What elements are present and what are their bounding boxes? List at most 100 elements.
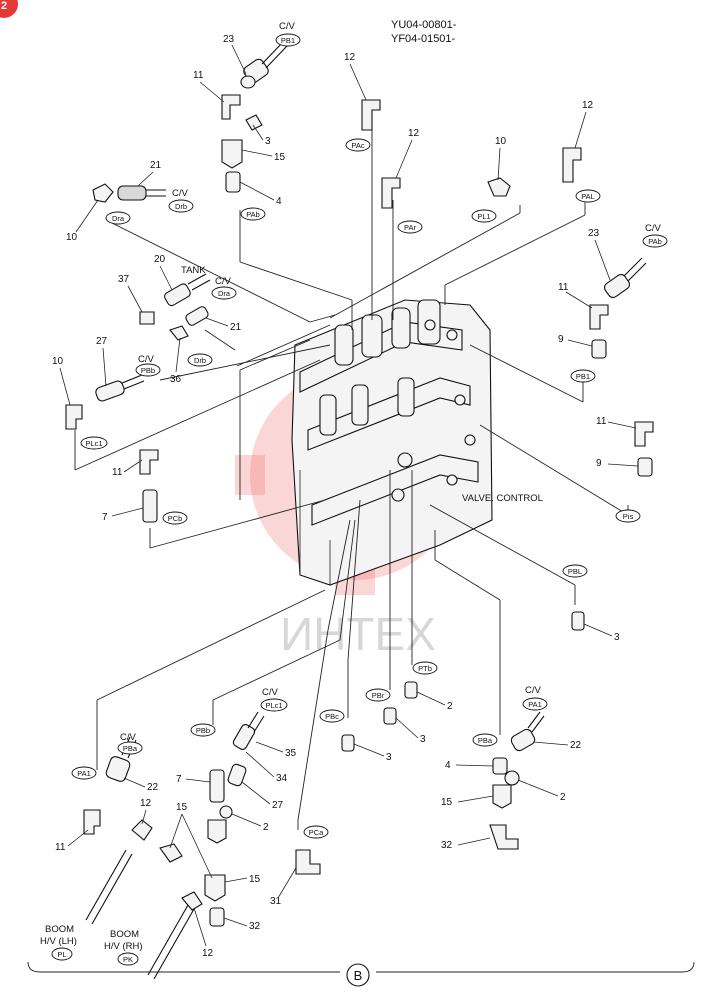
- port-tag-dra-left: Dra: [105, 211, 131, 225]
- port-tag-par: PAr: [397, 220, 423, 234]
- cv-label-right: C/V: [645, 223, 662, 234]
- callout-11-bottom: 11: [55, 842, 66, 853]
- callout-12-left: 12: [140, 798, 152, 809]
- callout-20: 20: [154, 254, 166, 265]
- callout-3-mid: 3: [420, 734, 426, 745]
- svg-text:PCa: PCa: [309, 828, 324, 837]
- page-badge: 2: [0, 0, 18, 18]
- valve-control-label: VALVE. CONTROL: [462, 493, 543, 504]
- svg-text:PL: PL: [57, 950, 66, 959]
- svg-text:Pis: Pis: [623, 512, 634, 521]
- port-tag-drb-mid: Drb: [187, 353, 213, 367]
- boom-lh-label-2: H/V (LH): [40, 936, 77, 947]
- callout-9-right: 9: [558, 334, 564, 345]
- svg-text:Dra: Dra: [218, 289, 231, 298]
- svg-text:PBr: PBr: [372, 691, 385, 700]
- callout-2-mid: 2: [447, 701, 453, 712]
- callout-2-bottom: 2: [263, 822, 269, 833]
- cv-label-drb: C/V: [172, 188, 189, 199]
- svg-text:PAc: PAc: [351, 141, 364, 150]
- callout-15-bottom: 15: [249, 874, 261, 885]
- svg-text:PTb: PTb: [418, 664, 432, 673]
- callout-12-bottom: 12: [202, 948, 214, 959]
- svg-text:Dra: Dra: [112, 214, 125, 223]
- cv-label-dra: C/V: [215, 276, 232, 287]
- callout-21-top: 21: [150, 160, 162, 171]
- svg-text:PBb: PBb: [196, 726, 210, 735]
- callout-11-right: 11: [558, 282, 569, 293]
- serial-number-2: YF04-01501-: [391, 33, 456, 45]
- cv-label-plc1: C/V: [262, 687, 279, 698]
- callout-4-right: 4: [445, 760, 451, 771]
- text-labels: C/V C/V TANK C/V C/V C/V C/V C/V C/V BOO…: [40, 21, 662, 952]
- callout-11-top: 11: [193, 70, 204, 81]
- port-tag-ptb: PTb: [412, 661, 438, 675]
- pipe-lines: [74, 130, 629, 830]
- svg-text:Drb: Drb: [194, 356, 206, 365]
- callout-37: 37: [118, 274, 130, 285]
- port-tag-drb-top: Drb: [168, 199, 194, 213]
- svg-text:2: 2: [1, 0, 7, 12]
- callout-7-left: 7: [102, 512, 108, 523]
- svg-text:PAb: PAb: [246, 210, 260, 219]
- callout-12-b: 12: [408, 128, 420, 139]
- cv-label-pbb-left: C/V: [138, 354, 155, 365]
- callout-15-left: 15: [176, 802, 188, 813]
- cv-label-pba: C/V: [120, 732, 137, 743]
- callout-23-right: 23: [588, 228, 600, 239]
- section-marker: B: [27, 961, 695, 987]
- callout-15-right: 15: [441, 797, 453, 808]
- cv-label-top: C/V: [279, 21, 296, 32]
- port-tag-pbb-bottom: PBb: [190, 723, 216, 737]
- callout-3-lower: 3: [386, 752, 392, 763]
- callout-22-left: 22: [147, 782, 159, 793]
- callout-2-right: 2: [560, 792, 566, 803]
- cv-label-pa1: C/V: [525, 685, 542, 696]
- callout-22-right: 22: [570, 740, 582, 751]
- fittings: [65, 41, 654, 980]
- port-tag-pa1-right: PA1: [522, 697, 548, 711]
- svg-text:PA1: PA1: [77, 769, 91, 778]
- callout-7-bottom: 7: [176, 774, 182, 785]
- callout-10-top: 10: [495, 136, 507, 147]
- port-tag-pis: Pis: [615, 509, 641, 523]
- boom-rh-label-1: BOOM: [110, 929, 139, 940]
- port-tag-pba-left: PBa: [117, 741, 143, 755]
- svg-text:B: B: [354, 968, 363, 983]
- port-tag-pal: PAL: [575, 189, 601, 203]
- callout-11-left: 11: [112, 467, 123, 478]
- boom-rh-label-2: H/V (RH): [104, 941, 143, 952]
- port-tag-pk: PK: [117, 952, 139, 966]
- svg-text:PBa: PBa: [123, 744, 138, 753]
- svg-text:PK: PK: [123, 955, 133, 964]
- callout-23-top: 23: [223, 34, 235, 45]
- callout-21-mid: 21: [230, 322, 242, 333]
- port-tag-pac: PAc: [345, 138, 371, 152]
- svg-text:PAr: PAr: [404, 223, 416, 232]
- port-tag-pbc: PBc: [319, 709, 345, 723]
- callout-35: 35: [285, 748, 297, 759]
- callout-15-top: 15: [274, 152, 286, 163]
- callout-12-c: 12: [582, 100, 594, 111]
- port-tag-pcb: PCb: [162, 511, 188, 525]
- callout-31: 31: [270, 896, 282, 907]
- svg-text:PBc: PBc: [325, 712, 339, 721]
- port-tag-pab-top: PAb: [240, 207, 266, 221]
- callout-11-far-right: 11: [596, 416, 607, 427]
- callout-9-far-right: 9: [596, 458, 602, 469]
- port-tag-pbr: PBr: [365, 688, 391, 702]
- boom-lh-label-1: BOOM: [45, 924, 74, 935]
- serial-number-1: YU04-00801-: [391, 19, 457, 31]
- svg-text:Drb: Drb: [175, 202, 187, 211]
- port-tag-pb1-right: PB1: [570, 369, 596, 383]
- callout-10-left: 10: [66, 232, 78, 243]
- port-tag-pca: PCa: [303, 825, 329, 839]
- port-tag-pl: PL: [51, 947, 73, 961]
- callout-34: 34: [276, 773, 288, 784]
- callout-27-bottom: 27: [272, 800, 284, 811]
- callout-3-right: 3: [614, 632, 620, 643]
- svg-text:PBa: PBa: [478, 736, 493, 745]
- callout-36: 36: [170, 374, 182, 385]
